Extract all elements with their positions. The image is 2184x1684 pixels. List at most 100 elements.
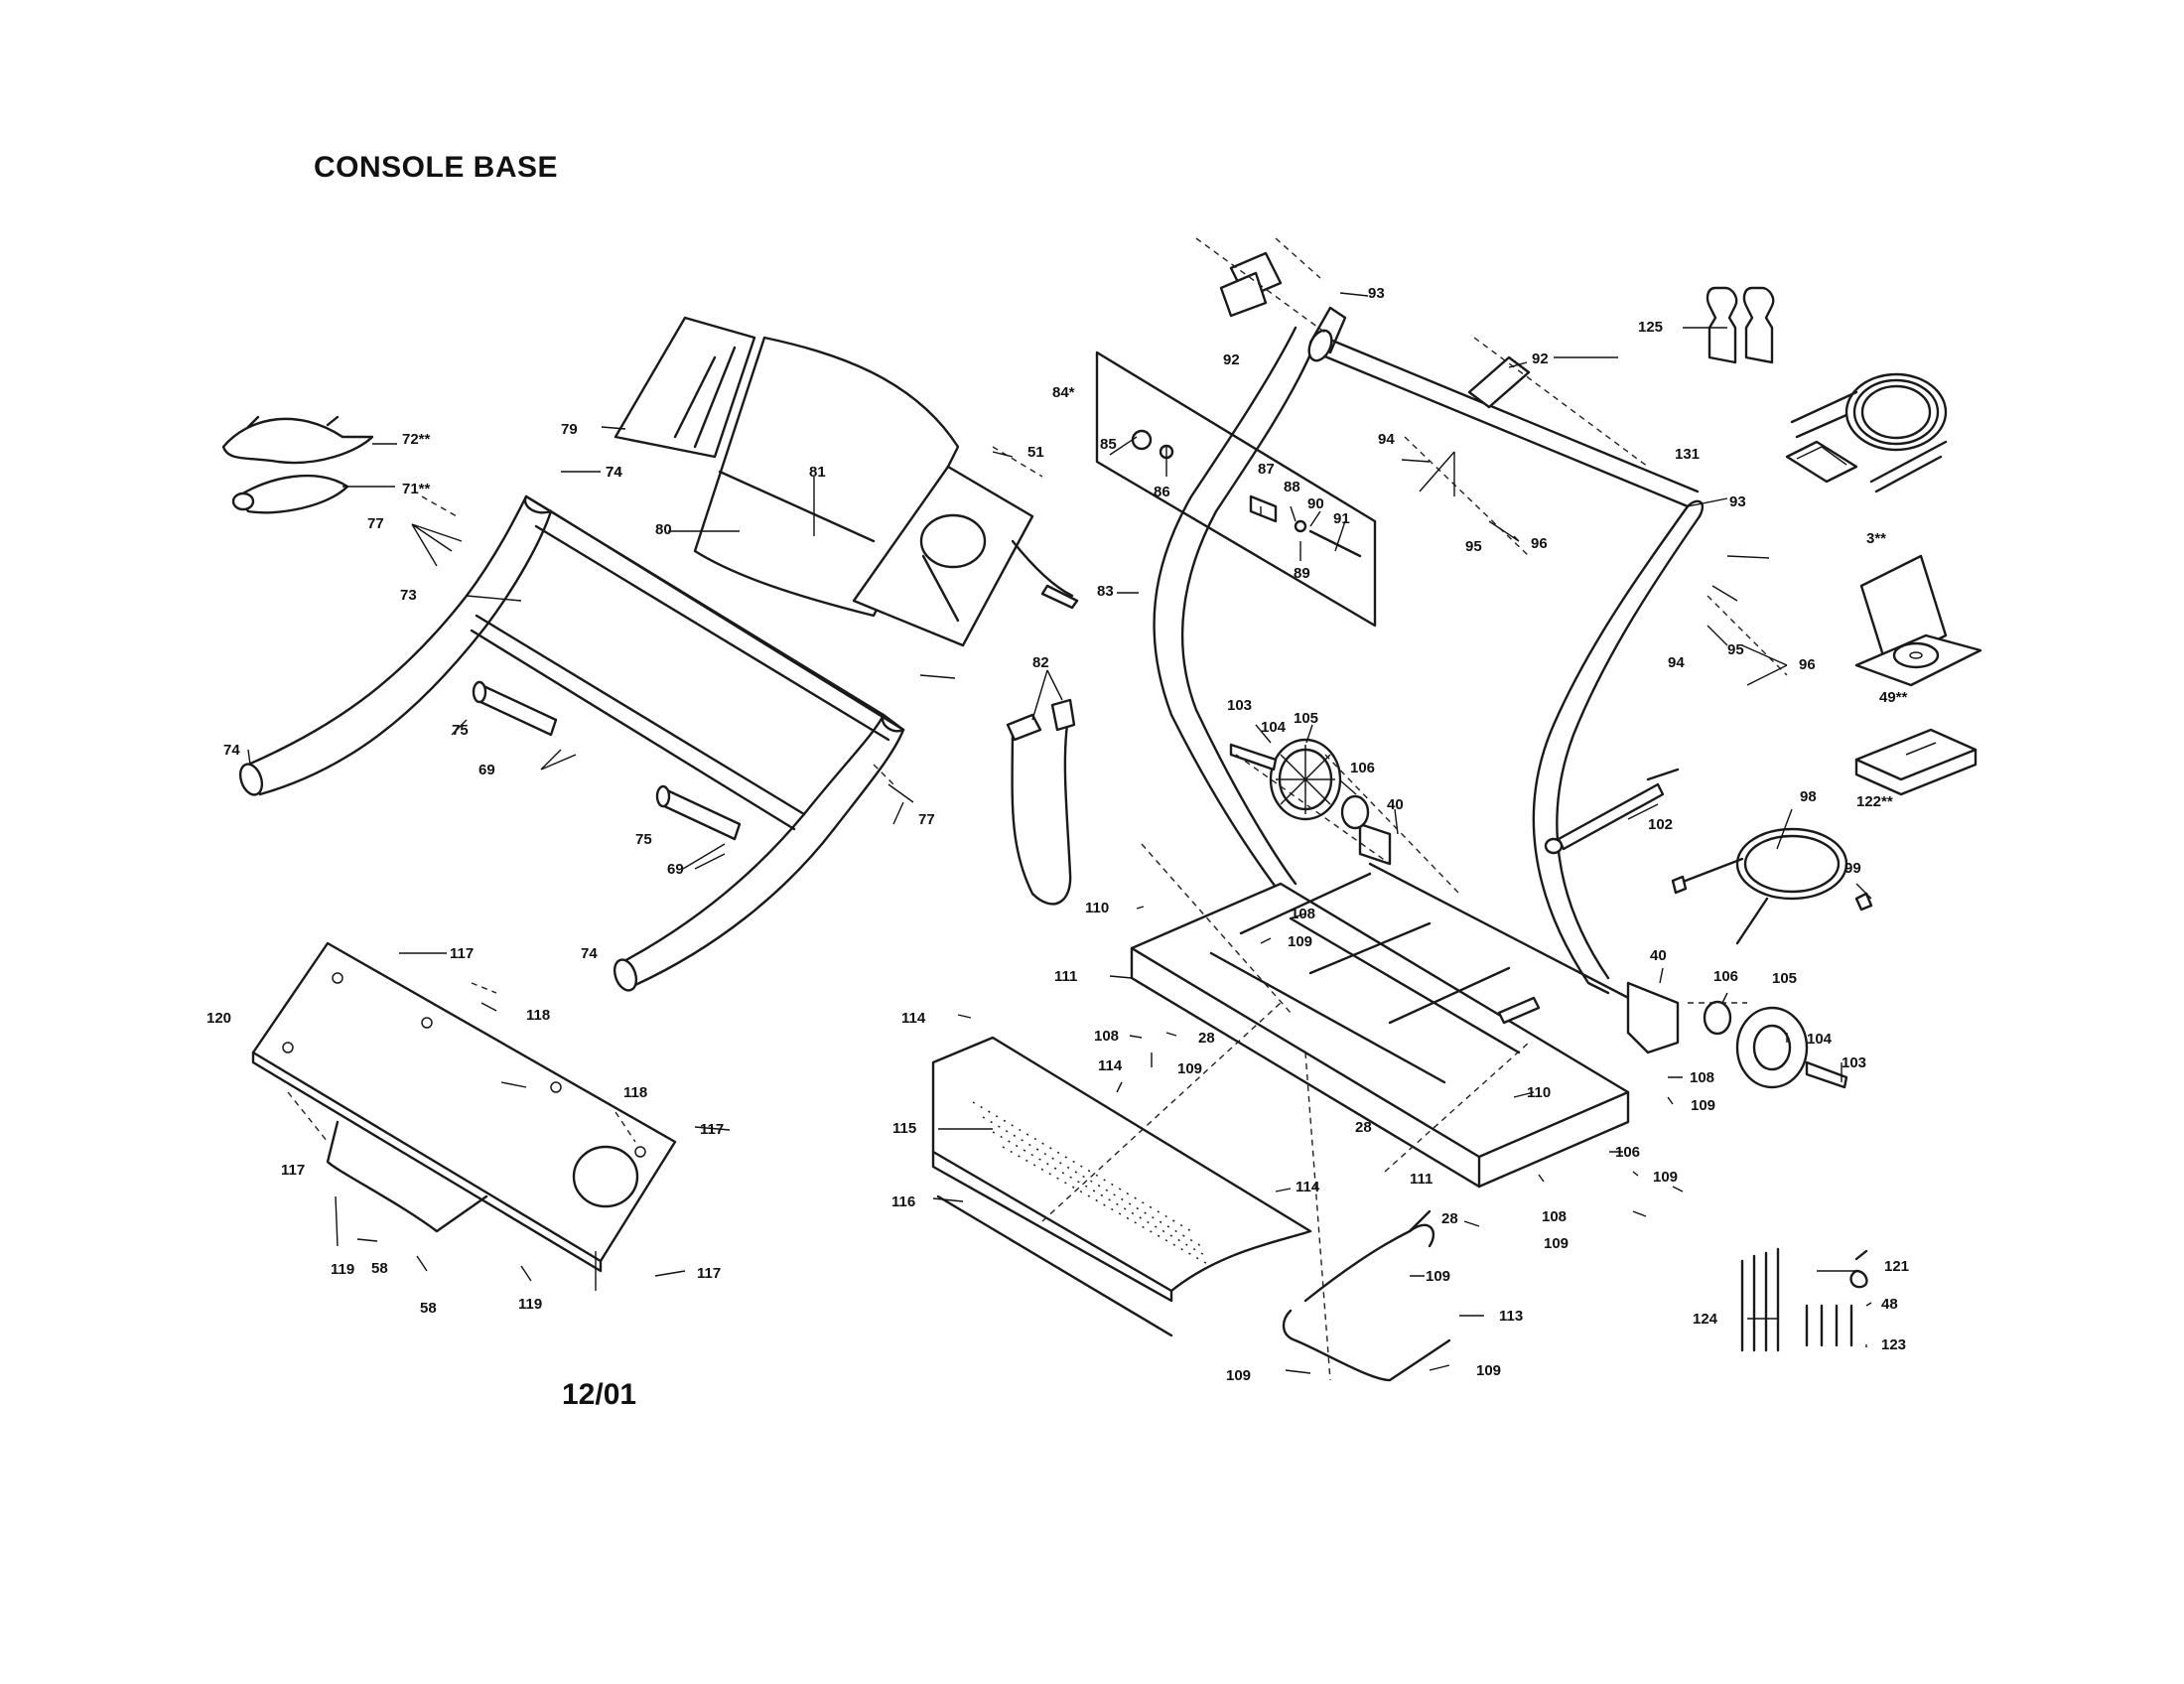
callout-96: 96 bbox=[1799, 656, 1816, 673]
callout-123: 123 bbox=[1881, 1336, 1906, 1353]
callout-88: 88 bbox=[1284, 479, 1300, 495]
power-cord bbox=[1671, 827, 1873, 945]
console-backboard bbox=[1095, 351, 1377, 628]
video-cassette bbox=[1854, 728, 1978, 796]
callout-94: 94 bbox=[1668, 654, 1685, 671]
callout-117: 117 bbox=[700, 1121, 724, 1138]
callout-40: 40 bbox=[1650, 947, 1667, 964]
callout-104: 104 bbox=[1807, 1031, 1833, 1048]
callout-74: 74 bbox=[606, 464, 622, 481]
callout-111: 111 bbox=[1054, 968, 1077, 985]
callout-109: 109 bbox=[1653, 1169, 1678, 1186]
callout-109: 109 bbox=[1426, 1268, 1450, 1285]
callout-109: 109 bbox=[1544, 1235, 1569, 1252]
console-upright-frame bbox=[238, 494, 905, 992]
callout-84s: 84* bbox=[1052, 384, 1075, 401]
callout-131: 131 bbox=[1675, 446, 1700, 463]
diagram-title: CONSOLE BASE bbox=[314, 151, 559, 184]
callout-118: 118 bbox=[623, 1084, 647, 1101]
callout-95: 95 bbox=[1727, 641, 1744, 658]
callout-74: 74 bbox=[581, 945, 598, 962]
wheel-right bbox=[1703, 1000, 1848, 1089]
rear-foot-bar bbox=[1282, 1209, 1451, 1382]
callout-74: 74 bbox=[223, 742, 240, 759]
callout-28: 28 bbox=[1355, 1119, 1372, 1136]
callout-118: 118 bbox=[526, 1007, 550, 1024]
callout-90: 90 bbox=[1307, 495, 1324, 512]
callout-105: 105 bbox=[1772, 970, 1797, 987]
callout-92: 92 bbox=[1532, 351, 1549, 367]
callout-labels: 72**71**77737474747479808151757569697782… bbox=[206, 285, 1909, 1384]
callout-80: 80 bbox=[655, 521, 672, 538]
console-hood bbox=[614, 316, 1079, 647]
callout-125: 125 bbox=[1638, 319, 1663, 336]
callout-113: 113 bbox=[1499, 1308, 1523, 1325]
callout-110: 110 bbox=[1085, 900, 1109, 916]
callout-51: 51 bbox=[1027, 444, 1044, 461]
callout-114: 114 bbox=[1296, 1179, 1320, 1195]
callout-75: 75 bbox=[635, 831, 652, 848]
callout-108: 108 bbox=[1542, 1208, 1567, 1225]
callout-105: 105 bbox=[1294, 710, 1318, 727]
callout-108: 108 bbox=[1291, 906, 1315, 922]
callout-40: 40 bbox=[1387, 796, 1404, 813]
callout-69: 69 bbox=[478, 762, 495, 778]
hardware-kit-124 bbox=[1740, 1247, 1868, 1352]
date-code: 12/01 bbox=[562, 1378, 637, 1411]
callout-103: 103 bbox=[1227, 697, 1252, 714]
motor-hood-panel bbox=[251, 941, 677, 1273]
vent-holes bbox=[972, 1101, 1212, 1267]
callout-86: 86 bbox=[1154, 484, 1170, 500]
callout-91: 91 bbox=[1333, 510, 1350, 527]
callout-109: 109 bbox=[1691, 1097, 1715, 1114]
callout-119: 119 bbox=[518, 1296, 542, 1313]
handle-grips-92 bbox=[1219, 251, 1531, 409]
callout-124: 124 bbox=[1693, 1311, 1718, 1328]
callout-102: 102 bbox=[1648, 816, 1673, 833]
callout-77: 77 bbox=[918, 811, 935, 828]
callout-120: 120 bbox=[206, 1010, 231, 1027]
callout-93: 93 bbox=[1729, 493, 1746, 510]
callout-69: 69 bbox=[667, 861, 684, 878]
callout-74: 74 bbox=[606, 464, 622, 481]
lift-shock bbox=[1544, 768, 1680, 855]
callout-28: 28 bbox=[1441, 1210, 1458, 1227]
callout-122ss: 122** bbox=[1856, 793, 1893, 810]
callout-114: 114 bbox=[1098, 1057, 1123, 1074]
callout-117: 117 bbox=[697, 1265, 721, 1282]
callout-72ss: 72** bbox=[402, 431, 431, 448]
callout-109: 109 bbox=[1476, 1362, 1501, 1379]
callout-93: 93 bbox=[1368, 285, 1385, 302]
callout-48: 48 bbox=[1881, 1296, 1898, 1313]
chest-strap-kit bbox=[1785, 372, 1948, 493]
callout-89: 89 bbox=[1294, 565, 1310, 582]
callout-79: 79 bbox=[561, 421, 578, 438]
callout-116: 116 bbox=[891, 1193, 915, 1210]
callout-85: 85 bbox=[1100, 436, 1117, 453]
callout-81: 81 bbox=[809, 464, 826, 481]
callout-106: 106 bbox=[1713, 968, 1738, 985]
callout-73: 73 bbox=[400, 587, 417, 604]
dumbbells bbox=[1706, 286, 1775, 364]
callout-83: 83 bbox=[1097, 583, 1114, 600]
base-front-shroud bbox=[931, 1036, 1312, 1337]
cord-strap bbox=[1006, 698, 1076, 906]
callout-98: 98 bbox=[1800, 788, 1817, 805]
callout-108: 108 bbox=[1094, 1028, 1119, 1045]
callout-49ss: 49** bbox=[1879, 689, 1908, 706]
leader-lines bbox=[247, 292, 1872, 1374]
callout-94: 94 bbox=[1378, 431, 1395, 448]
callout-109: 109 bbox=[1288, 933, 1312, 950]
safety-key-clip bbox=[221, 415, 374, 514]
callout-114: 114 bbox=[901, 1010, 926, 1027]
callout-117: 117 bbox=[450, 945, 474, 962]
callout-103: 103 bbox=[1842, 1054, 1866, 1071]
callout-108: 108 bbox=[1690, 1069, 1714, 1086]
callout-71ss: 71** bbox=[402, 481, 431, 497]
callout-58: 58 bbox=[371, 1260, 388, 1277]
callout-77: 77 bbox=[367, 515, 384, 532]
callout-99: 99 bbox=[1844, 860, 1861, 877]
callout-106: 106 bbox=[1350, 760, 1375, 776]
callout-117: 117 bbox=[281, 1162, 305, 1179]
